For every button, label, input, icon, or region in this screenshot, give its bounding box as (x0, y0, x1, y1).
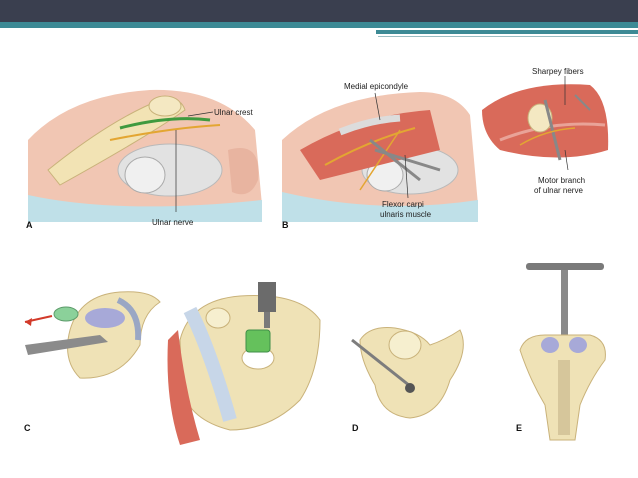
panel-c-second-illustration (167, 282, 321, 445)
label-flexor-line2: ulnaris muscle (380, 210, 432, 219)
panel-label-a: A (26, 220, 33, 230)
panel-label-e: E (516, 423, 522, 433)
panel-label-b: B (282, 220, 289, 230)
label-ulnar-nerve: Ulnar nerve (152, 218, 194, 227)
panel-b-inset-illustration (482, 76, 609, 171)
panel-d-illustration (351, 327, 464, 419)
label-medial-epicondyle: Medial epicondyle (344, 82, 409, 91)
label-sharpey-fibers: Sharpey fibers (532, 67, 584, 76)
panel-c-illustration (24, 291, 161, 379)
label-motor-line1: Motor branch (538, 176, 585, 185)
panel-a-illustration (28, 89, 262, 222)
panel-label-c: C (24, 423, 31, 433)
header-accent-line (0, 22, 638, 28)
header-accent-thin-line (378, 36, 638, 37)
panel-e-illustration (519, 263, 606, 441)
panel-b-illustration (282, 92, 478, 222)
header-accent-line-right (376, 30, 638, 34)
label-flexor-line1: Flexor carpi (382, 200, 424, 209)
panel-label-d: D (352, 423, 359, 433)
label-motor-line2: of ulnar nerve (534, 186, 583, 195)
slide-header-bar (0, 0, 638, 22)
label-ulnar-crest: Ulnar crest (214, 108, 253, 117)
